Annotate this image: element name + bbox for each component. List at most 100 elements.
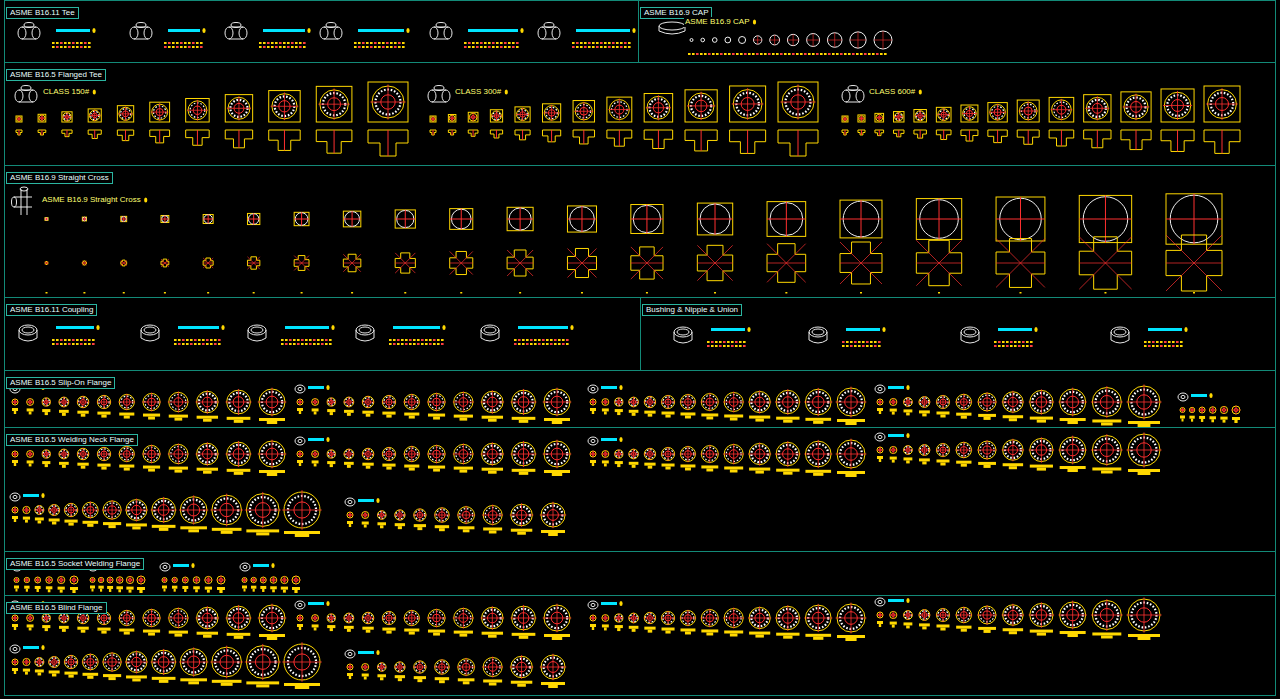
side-view <box>148 469 155 472</box>
flanged-tee-view <box>186 98 210 145</box>
side-view <box>87 524 93 527</box>
flange-view <box>602 450 610 466</box>
side-view <box>1191 419 1193 422</box>
side-view <box>330 412 333 415</box>
flanged-tee-view <box>1204 86 1240 153</box>
pipe-end <box>21 86 31 91</box>
flange-outline <box>42 398 50 406</box>
centre-line <box>1002 391 1024 413</box>
dimension-text <box>60 42 63 44</box>
dimension-text <box>1172 341 1175 343</box>
dimension-text <box>476 46 479 48</box>
side-view <box>805 470 831 473</box>
side-view <box>1234 420 1237 423</box>
end-view <box>936 107 951 122</box>
centre-line <box>915 110 926 121</box>
side-view <box>1030 417 1053 420</box>
side-view <box>12 408 18 411</box>
centre-line <box>614 450 623 459</box>
flange-view <box>57 576 65 593</box>
side-view <box>517 532 526 535</box>
flange-view <box>1180 407 1186 421</box>
side-view <box>45 412 48 415</box>
side-view <box>629 462 639 465</box>
dimension-text <box>828 53 831 55</box>
pipe-end <box>24 23 34 28</box>
centre-line <box>59 449 70 460</box>
dimension-text <box>374 46 377 48</box>
dimension-text <box>72 46 75 48</box>
flange-view <box>327 450 336 468</box>
dimension-text <box>76 42 79 44</box>
flange-outline <box>701 446 718 463</box>
dimension-text <box>289 343 292 345</box>
side-view <box>1189 416 1194 419</box>
dimension-text <box>542 343 545 345</box>
centre-line <box>473 130 474 136</box>
marker-dot <box>906 385 909 390</box>
pipe-end <box>231 23 241 28</box>
dimension-text <box>289 339 292 341</box>
flange-view <box>1220 406 1228 423</box>
flange-outline <box>382 447 395 460</box>
dimension-text <box>441 339 444 341</box>
pipe-end <box>434 86 444 91</box>
flange-view <box>732 88 764 120</box>
dimension-text <box>405 339 408 341</box>
dimension-text <box>417 343 420 345</box>
side-view <box>58 587 65 590</box>
centre-line <box>544 105 560 121</box>
dimension-text <box>788 53 791 55</box>
title-bar <box>998 328 1032 331</box>
side-view <box>98 586 103 589</box>
centre-line <box>1097 130 1098 148</box>
side-view <box>70 587 78 590</box>
centre-line <box>491 110 502 121</box>
marker-dot <box>221 325 224 330</box>
side-view <box>755 419 763 422</box>
side-view <box>1223 420 1226 423</box>
side-view <box>404 413 419 416</box>
side-view <box>511 529 532 532</box>
dimension-text <box>566 343 569 345</box>
end-view <box>1084 95 1111 122</box>
dimension-text <box>378 42 381 44</box>
flange-view <box>1002 439 1024 469</box>
side-view <box>1030 465 1053 468</box>
flange-view <box>344 397 355 416</box>
flanged-tee-view <box>368 82 408 156</box>
dimension-text <box>584 42 587 44</box>
flange-view <box>12 399 19 414</box>
flanged-tee-view <box>894 112 904 137</box>
centre-line <box>245 492 281 528</box>
side-view <box>349 524 351 527</box>
dimension-text <box>325 339 328 341</box>
dimension-text <box>168 46 171 48</box>
flange-view <box>962 106 977 121</box>
side-view <box>544 418 570 421</box>
flange-view <box>877 447 884 462</box>
flange-outline <box>590 399 596 405</box>
flanged-tee-view <box>875 113 884 135</box>
dimension-text <box>309 339 312 341</box>
flange-view <box>116 576 123 592</box>
dimension-text <box>214 343 217 345</box>
side-view <box>382 412 395 415</box>
centre-line <box>297 451 304 458</box>
side-view <box>490 130 502 138</box>
dimension-text <box>200 46 203 48</box>
dimension-text <box>784 53 787 55</box>
flange-outline <box>59 397 69 407</box>
dimension-text <box>846 345 849 347</box>
cap-plan <box>690 39 693 42</box>
flange-outline <box>644 396 655 407</box>
cross-view <box>567 206 596 278</box>
side-view <box>840 242 882 284</box>
marker-dot <box>92 28 95 33</box>
centre-line <box>977 440 997 460</box>
side-view <box>644 411 655 414</box>
dimension-text <box>421 339 424 341</box>
centre-line <box>861 130 862 135</box>
side-view <box>366 466 371 469</box>
side-view <box>386 467 391 470</box>
